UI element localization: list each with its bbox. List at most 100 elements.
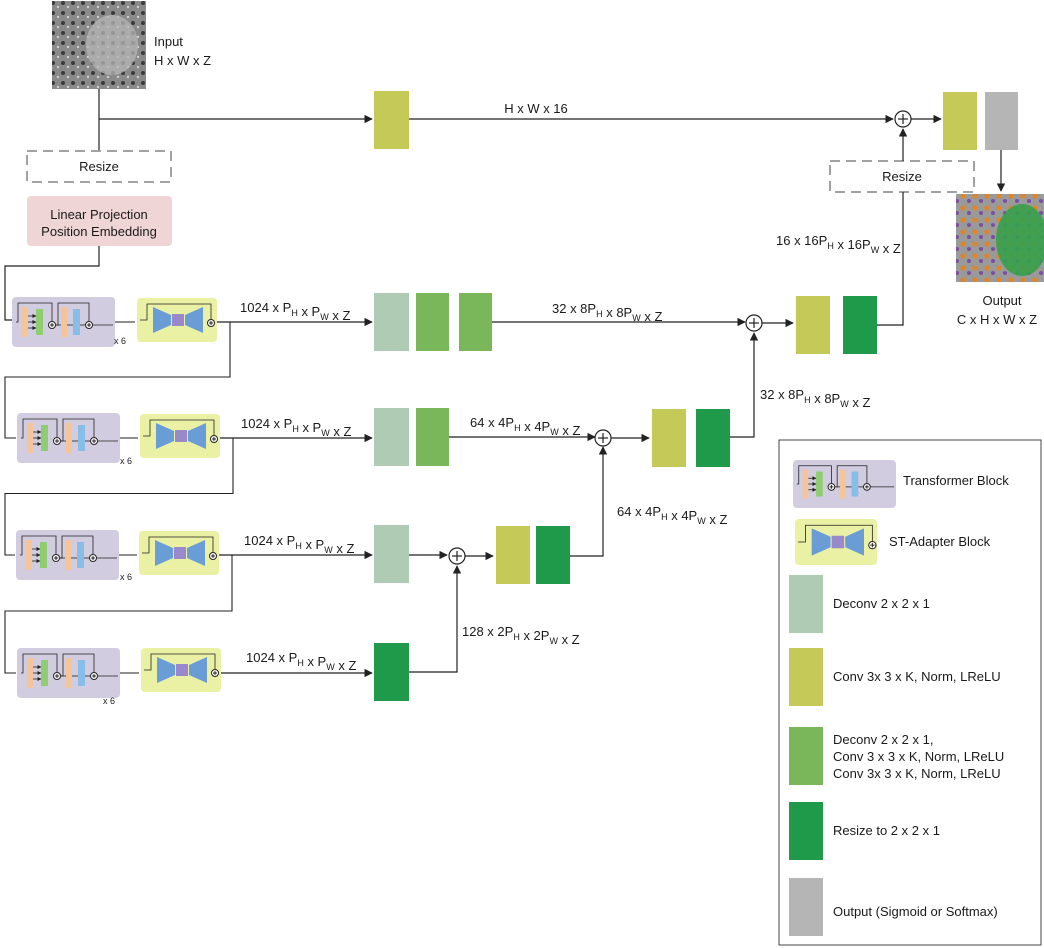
legend-st-plus <box>868 540 877 550</box>
legend-tb-plus-2 <box>863 483 871 491</box>
s1-deconv-conv-block-2 <box>459 293 492 351</box>
encoder-stages: x 6 1024 x PH x PW x Z x 6 1024 x PH x PW x… <box>4 297 373 706</box>
edge-dims-e32a: 32 x 8PH x 8PW x Z <box>552 301 662 324</box>
legend-deconv-label: Deconv 2 x 2 x 1 <box>833 596 930 611</box>
legend-st-conv <box>831 535 845 549</box>
s3-dims-label: 1024 x PH x PW x Z <box>244 533 354 556</box>
s4-st-down-proj <box>157 657 175 683</box>
encoder-stage-4: x 6 1024 x PH x PW x Z <box>17 648 373 706</box>
legend-resize-label: Resize to 2 x 2 x 1 <box>833 823 940 838</box>
plus-node-1 <box>745 314 763 332</box>
s2-st-conv <box>175 430 187 442</box>
s1-tb-attn <box>36 309 43 335</box>
s4-st-up-proj <box>189 657 207 683</box>
legend-tb-norm-2 <box>840 469 846 499</box>
s1-repeat-label: x 6 <box>114 336 126 346</box>
s3-to-next-stage-edge <box>4 555 233 674</box>
s2-deconv-block <box>374 408 409 466</box>
s1-deconv-conv-block-1 <box>416 293 449 351</box>
legend-deconv-conv-swatch <box>789 727 823 785</box>
s1-st-down-proj <box>153 307 171 333</box>
s2-to-next-stage-edge <box>4 438 234 556</box>
input-image <box>52 1 146 89</box>
s3-tb-plus-2 <box>89 554 97 562</box>
s1-tb-plus-1 <box>48 321 56 329</box>
s1-dims-label: 1024 x PH x PW x Z <box>240 300 350 323</box>
legend-transformer-label: Transformer Block <box>903 473 1009 488</box>
final-conv-block <box>943 92 977 150</box>
legend-st-adapter-swatch <box>795 519 877 565</box>
encoder-stage-2: x 6 1024 x PH x PW x Z <box>4 413 373 556</box>
dec3-to-sum2-edge <box>570 446 608 557</box>
edge-dims-e64a: 64 x 4PH x 4PW x Z <box>470 415 580 438</box>
linear-projection-line1: Linear Projection <box>50 207 148 222</box>
s2-transformer-block <box>17 413 120 463</box>
s2-st-down-proj <box>156 423 174 449</box>
s3-st-plus <box>209 552 217 560</box>
resize-box-right <box>829 160 975 193</box>
s4-tb-norm-1 <box>27 658 33 688</box>
s2-tb-plus-2 <box>90 437 98 445</box>
legend-resize-swatch <box>789 802 823 860</box>
input-dims: H x W x Z <box>154 53 211 68</box>
dec2-conv-block <box>652 409 686 467</box>
s2-dims-label: 1024 x PH x PW x Z <box>241 416 351 439</box>
legend-st-up-proj <box>845 528 864 556</box>
encoder-stage-3: x 6 1024 x PH x PW x Z <box>4 530 373 674</box>
s3-tb-mlp <box>77 542 84 568</box>
legend-deconv-conv-line3: Conv 3x 3 x K, Norm, LReLU <box>833 766 1001 781</box>
embed-edge <box>4 246 100 321</box>
s4-transformer-block <box>17 648 120 698</box>
s3-tb-attn <box>40 542 47 568</box>
dec3-resize-block <box>536 526 570 584</box>
legend-deconv-conv-line2: Conv 3 x 3 x K, Norm, LReLU <box>833 749 1004 764</box>
legend-deconv-conv-line1: Deconv 2 x 2 x 1, <box>833 732 933 747</box>
s3-repeat-label: x 6 <box>120 572 132 582</box>
s2-st-adapter-block <box>140 414 220 458</box>
s4-tb-plus-2 <box>90 672 98 680</box>
s1-st-conv <box>172 314 184 326</box>
legend-output-swatch <box>789 878 823 936</box>
s2-st-plus <box>210 435 218 443</box>
s3-st-down-proj <box>155 540 173 566</box>
skip-dims: H x W x 16 <box>504 101 568 116</box>
resize-box-left <box>26 150 172 183</box>
legend-conv-swatch <box>789 648 823 706</box>
s1-tb-norm-1 <box>22 307 28 337</box>
s4-to-sum-edge <box>409 565 462 673</box>
s2-st-up-proj <box>188 423 206 449</box>
s1-st-adapter-block <box>137 298 217 342</box>
s2-deconv-conv-block <box>416 408 449 466</box>
s3-st-conv <box>174 547 186 559</box>
legend-output-label: Output (Sigmoid or Softmax) <box>833 904 998 919</box>
input-label: Input <box>154 34 183 49</box>
s4-tb-mlp <box>78 660 85 686</box>
s3-deconv-block <box>374 525 409 583</box>
s1-to-next-stage-edge <box>4 322 231 439</box>
output-dims: C x H x W x Z <box>957 312 1037 327</box>
s3-st-adapter-block <box>139 531 219 575</box>
s1-transformer-block <box>12 297 115 347</box>
s2-tb-norm-1 <box>27 423 33 453</box>
edge-dims-e128: 128 x 2PH x 2PW x Z <box>462 624 580 647</box>
dec1-conv-block <box>796 296 830 354</box>
s1-tb-mlp <box>73 309 80 335</box>
legend-deconv-swatch <box>789 575 823 633</box>
s2-tb-plus-1 <box>53 437 61 445</box>
dec1-resize-block <box>843 296 877 354</box>
output-image <box>956 194 1044 282</box>
s2-repeat-label: x 6 <box>120 456 132 466</box>
s4-repeat-label: x 6 <box>103 696 115 706</box>
legend-transformer-swatch <box>793 460 896 508</box>
decoder1-to-resize-edge <box>877 192 904 326</box>
legend-st-down-proj <box>811 528 831 556</box>
s3-st-up-proj <box>187 540 205 566</box>
s4-dims-label: 1024 x PH x PW x Z <box>246 650 356 673</box>
encoder-stage-1: x 6 1024 x PH x PW x Z <box>4 297 373 439</box>
dec3-conv-block <box>496 526 530 584</box>
final-output-block <box>985 92 1018 150</box>
s1-tb-plus-2 <box>85 321 93 329</box>
plus-node-top <box>894 110 912 128</box>
legend-tb-attn <box>816 471 823 497</box>
s2-tb-norm-2 <box>66 423 72 453</box>
